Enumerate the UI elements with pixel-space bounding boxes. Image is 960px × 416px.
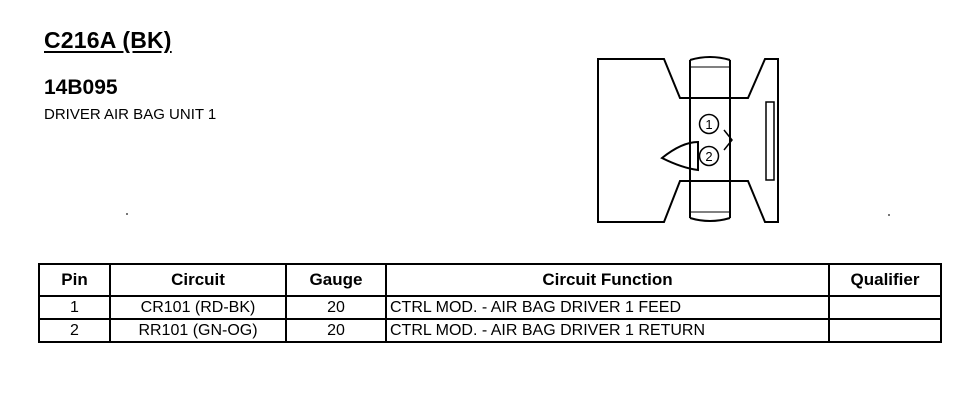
circuit-cell: RR101 (GN-OG) bbox=[109, 318, 287, 343]
circuit-function-cell: CTRL MOD. - AIR BAG DRIVER 1 RETURN bbox=[385, 318, 830, 343]
column-header-circuit: Circuit bbox=[109, 263, 287, 297]
keyway-notch bbox=[660, 140, 699, 172]
circuit-function-cell: CTRL MOD. - AIR BAG DRIVER 1 FEED bbox=[385, 295, 830, 320]
side-slot bbox=[765, 101, 775, 181]
gauge-cell: 20 bbox=[285, 318, 387, 343]
gauge-cell: 20 bbox=[285, 295, 387, 320]
column-header-gauge: Gauge bbox=[285, 263, 387, 297]
connector-body-outline bbox=[597, 58, 779, 223]
pin-2-label: 2 bbox=[705, 149, 712, 164]
scan-speck bbox=[888, 214, 890, 216]
qualifier-cell bbox=[828, 318, 942, 343]
pin-cell: 2 bbox=[38, 318, 111, 343]
circuit-cell: CR101 (RD-BK) bbox=[109, 295, 287, 320]
column-header-circuit-function: Circuit Function bbox=[385, 263, 830, 297]
qualifier-cell bbox=[828, 295, 942, 320]
connector-face-diagram: 1 2 bbox=[597, 56, 779, 223]
cavity-divider bbox=[723, 129, 733, 151]
pin-1-cavity bbox=[698, 113, 720, 135]
table-row: 1 CR101 (RD-BK) 20 CTRL MOD. - AIR BAG D… bbox=[38, 295, 942, 320]
connector-latch-outline bbox=[689, 56, 731, 222]
pin-1-label: 1 bbox=[705, 117, 712, 132]
part-number: 14B095 bbox=[44, 76, 118, 99]
pin-2-cavity bbox=[698, 145, 720, 167]
component-name: DRIVER AIR BAG UNIT 1 bbox=[44, 106, 217, 123]
column-header-pin: Pin bbox=[38, 263, 111, 297]
scan-speck bbox=[126, 213, 128, 215]
connector-id: C216A (BK) bbox=[44, 27, 172, 53]
pin-table: Pin Circuit Gauge Circuit Function Quali… bbox=[38, 263, 942, 343]
pin-cell: 1 bbox=[38, 295, 111, 320]
table-row: 2 RR101 (GN-OG) 20 CTRL MOD. - AIR BAG D… bbox=[38, 318, 942, 343]
table-header-row: Pin Circuit Gauge Circuit Function Quali… bbox=[38, 263, 942, 297]
column-header-qualifier: Qualifier bbox=[828, 263, 942, 297]
